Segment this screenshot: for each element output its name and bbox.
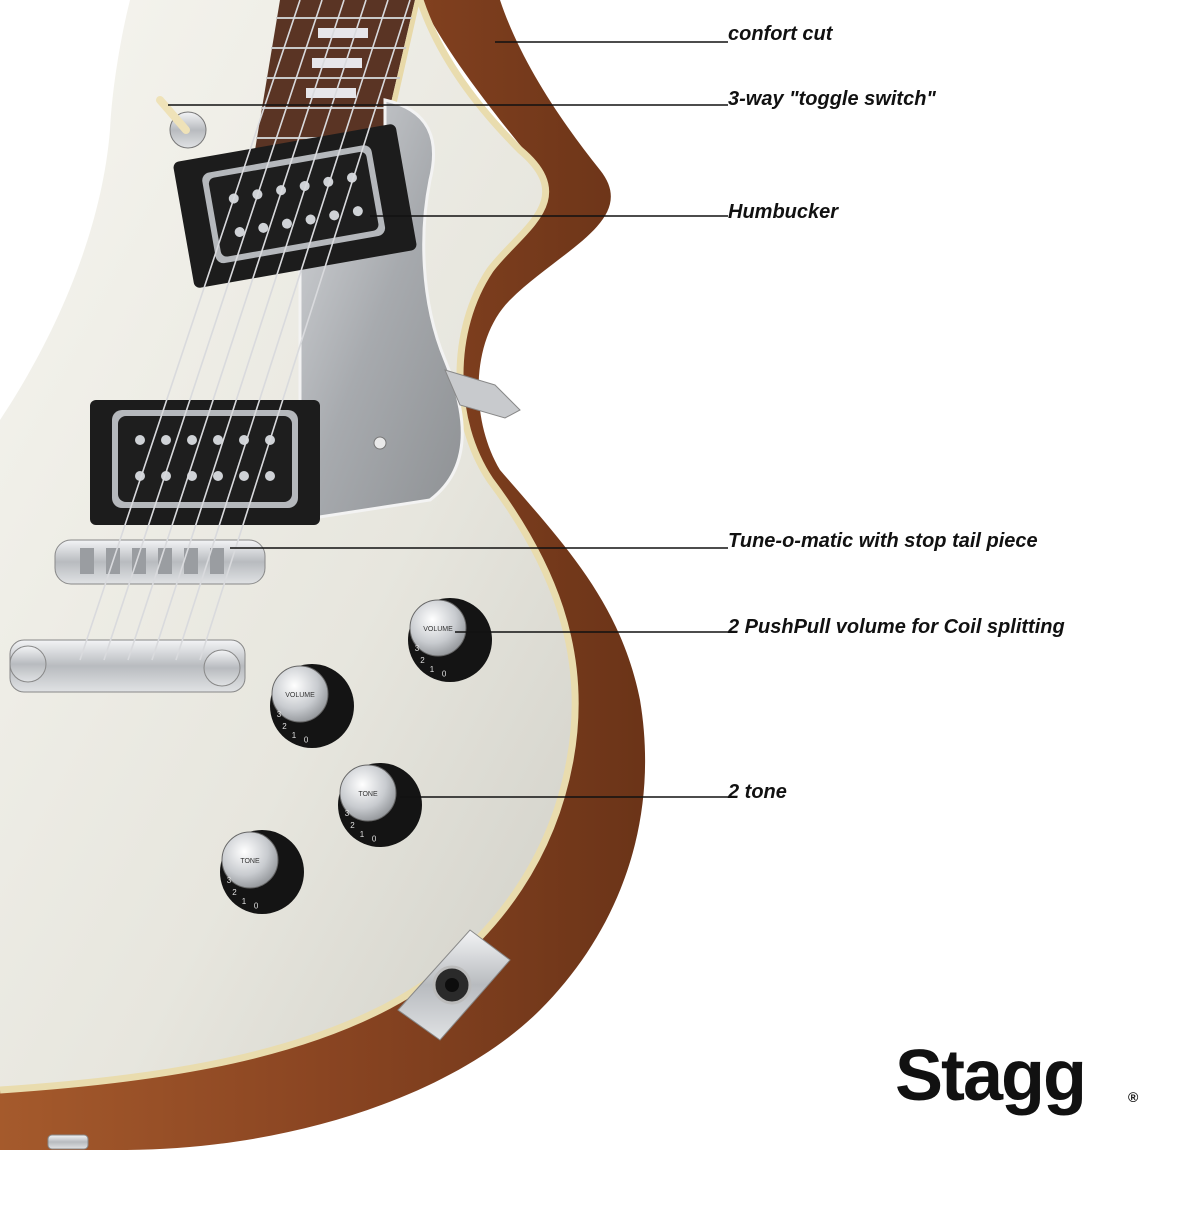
- logo-wordmark: Stagg: [895, 1036, 1085, 1116]
- callout-tone: 2 tone: [728, 781, 787, 803]
- knob-scale-number: 3: [277, 710, 282, 719]
- knob-scale-number: 3: [227, 876, 232, 885]
- strap-button: [47, 1134, 89, 1150]
- knob-scale-number: 0: [372, 835, 377, 844]
- output-jack: [397, 929, 511, 1041]
- callout-comfort-cut: confort cut: [728, 23, 833, 45]
- knob-scale-number: 2: [420, 656, 425, 665]
- fret-markers: [306, 28, 368, 98]
- stop-tailpiece: [9, 639, 246, 693]
- callout-tune-o-matic: Tune-o-matic with stop tail piece: [728, 530, 1038, 552]
- toggle-switch: [156, 96, 207, 149]
- callout-humbucker: Humbucker: [728, 201, 839, 223]
- neck-humbucker: [173, 124, 417, 288]
- tone-knob-1: TONE: [338, 763, 422, 847]
- callout-lines: [168, 41, 728, 798]
- knob-scale-number: 0: [254, 902, 259, 911]
- pickguard-bracket: [444, 369, 521, 419]
- knob-scale-number: 0: [442, 670, 447, 679]
- registered-mark: ®: [1128, 1089, 1139, 1105]
- pickguard-screw: [373, 436, 387, 450]
- volume-knob-2: VOLUME: [270, 664, 354, 748]
- stagg-logo: Stagg ®: [895, 1036, 1139, 1116]
- tone-knob-2-label: TONE: [240, 858, 260, 865]
- knob-scale-number: 1: [430, 665, 435, 674]
- knob-scale-number: 1: [360, 830, 365, 839]
- knob-scale-number: 3: [345, 809, 350, 818]
- knob-scale-number: 2: [350, 821, 355, 830]
- knob-scale-number: 2: [232, 888, 237, 897]
- knob-scale-number: 1: [292, 731, 297, 740]
- knob-scale-number: 2: [282, 722, 287, 731]
- callout-pushpull-volume: 2 PushPull volume for Coil splitting: [728, 616, 1065, 638]
- strings: [79, 0, 411, 661]
- knob-scale-number: 3: [415, 644, 420, 653]
- knob-scale-number: 0: [304, 736, 309, 745]
- tone-knob-2: TONE: [220, 830, 304, 914]
- tone-knob-1-label: TONE: [358, 791, 378, 798]
- callout-toggle-switch: 3-way "toggle switch": [728, 88, 936, 110]
- body-top: [0, 0, 576, 1090]
- knob-scale-number: 1: [242, 897, 247, 906]
- bridge-humbucker: [90, 400, 320, 525]
- body-binding: [0, 0, 579, 1094]
- volume-knob-1-label: VOLUME: [423, 626, 453, 633]
- volume-knob-2-label: VOLUME: [285, 692, 315, 699]
- volume-knob-1: VOLUME: [408, 598, 492, 682]
- body-side: [0, 0, 646, 1150]
